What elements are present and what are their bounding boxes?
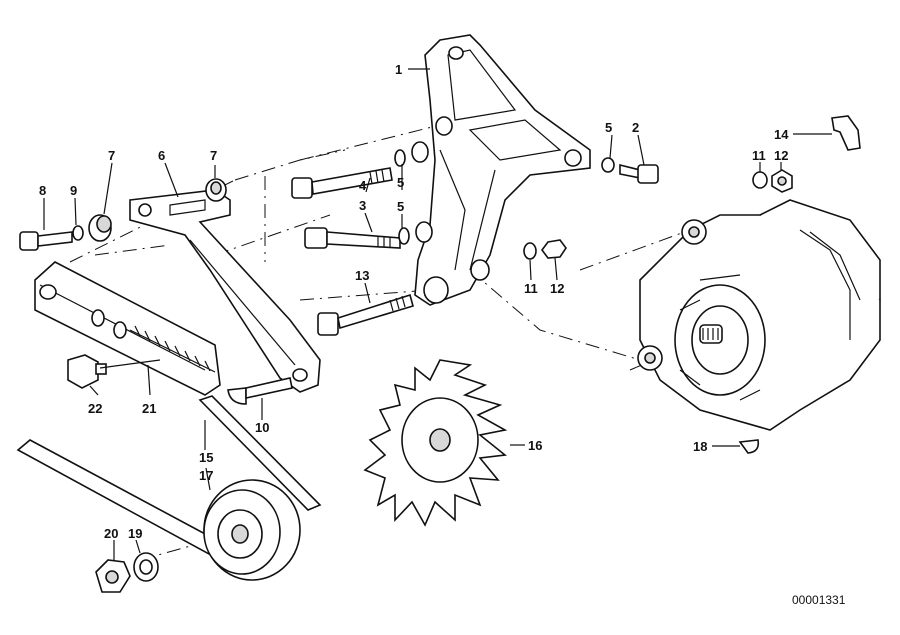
callout-18: 18 [693,439,707,454]
callout-22: 22 [88,401,102,416]
nut-washer-lower [523,239,567,260]
callout-15: 15 [199,450,213,465]
callout-12-a: 12 [550,281,564,296]
callout-17: 17 [199,468,213,483]
callout-4-label: 4 [359,178,367,193]
callout-11-a: 11 [524,281,538,296]
adjuster-nut-22 [67,354,107,389]
callout-1: 1 [395,62,402,77]
callout-14: 14 [774,127,789,142]
bushing-7-right [205,178,227,202]
bolt-4 [291,167,393,199]
washer-9 [72,225,84,241]
adjuster-rail-21 [34,261,221,396]
leader-lines [43,68,832,560]
tension-arm-6 [129,189,321,393]
fan-16 [363,359,508,527]
callout-5-c: 5 [397,199,404,214]
callout-11-b: 11 [752,148,766,163]
mounting-bracket [414,34,591,306]
bolt-2 [619,163,659,184]
pulley-17 [203,479,301,581]
alternator [637,199,881,431]
callout-5-a: 5 [605,120,612,135]
nut-20 [95,559,131,593]
bolt-10 [227,377,293,405]
callout-19: 19 [128,526,142,541]
callout-13: 13 [355,268,369,283]
clip-14 [831,115,861,151]
callout-20: 20 [104,526,118,541]
nut-washer-upper [752,169,793,193]
washer-19 [133,552,159,582]
woodruff-key-18 [738,439,760,454]
callout-6: 6 [158,148,165,163]
callout-16: 16 [528,438,542,453]
callout-7-b: 7 [210,148,217,163]
bolt-13 [317,293,414,336]
callout-12-b: 12 [774,148,788,163]
callout-labels: 1 2 3 4 4 5 5 5 6 7 7 8 9 10 11 11 12 12… [39,62,789,541]
callout-10: 10 [255,420,269,435]
callout-8: 8 [39,183,46,198]
callout-7-a: 7 [108,148,115,163]
washers-5 [394,141,615,245]
callout-2: 2 [632,120,639,135]
callout-5-b: 5 [397,175,404,190]
v-belt-15 [16,395,322,561]
callout-9: 9 [70,183,77,198]
callout-21: 21 [142,401,156,416]
callout-3: 3 [359,198,366,213]
bolt-8 [19,231,73,251]
document-code: 00001331 [792,593,846,607]
bolt-3 [304,227,401,249]
bushing-7-left [88,214,112,242]
